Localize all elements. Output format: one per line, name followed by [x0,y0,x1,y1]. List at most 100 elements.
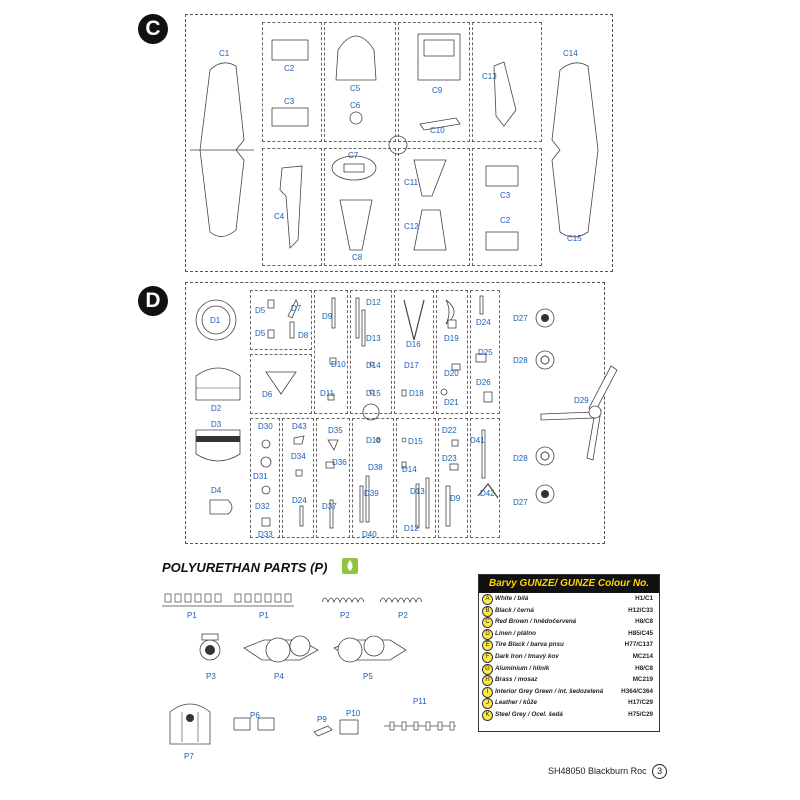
colour-name: Aluminium / hliník [495,664,550,672]
part-label: D28 [513,356,528,365]
colour-name: Tire Black / barva pnsu [495,641,564,649]
part-label: C14 [563,49,578,58]
sprue-d-cell [436,290,468,414]
colour-key: A [482,594,493,605]
part-label: D33 [258,530,273,539]
sprue-c-cell [398,22,470,142]
part-label: D29 [574,396,589,405]
part-label: D2 [211,404,222,413]
page-number: 3 [652,764,668,779]
part-label: C3 [284,97,295,106]
legend-title: Barvy GUNZE/ GUNZE Colour No. [479,575,659,593]
colour-name: Leather / kůže [495,699,537,707]
part-label: C2 [500,216,511,225]
sprue-d-cell [350,290,392,414]
part-label: P4 [274,672,284,681]
part-label: P7 [184,752,194,761]
part-label: D30 [258,422,273,431]
part-label: D13 [410,487,425,496]
part-label: D43 [292,422,307,431]
part-label: D14 [402,465,417,474]
sprue-d-cell [250,354,312,414]
part-label: P1 [259,611,269,620]
colour-name: Black / černá [495,606,534,614]
part-label: C4 [274,212,285,221]
part-label: C5 [350,84,361,93]
part-label: P2 [340,611,350,620]
colour-code: H75/C29 [628,710,653,718]
sprue-d-cell [470,418,500,538]
part-label: C7 [348,151,359,160]
colour-name: Interior Grey Green / int. šedozelená [495,687,604,695]
part-label: C2 [284,64,295,73]
colour-name: Brass / mosaz [495,676,538,684]
part-label: D37 [322,502,337,511]
part-label: D13 [366,334,381,343]
colour-name: Red Brown / hnědočervená [495,618,577,626]
part-label: D19 [444,334,459,343]
colour-code: H17/C29 [628,699,653,707]
resin-drop-icon [342,558,358,574]
part-label: D16 [406,340,421,349]
sprue-d-cell [314,290,348,414]
part-label: D9 [450,494,461,503]
part-label: D22 [442,426,457,435]
part-label: C8 [352,253,363,262]
part-label: D31 [253,472,268,481]
colour-code: H1/C1 [635,595,653,602]
part-label: D7 [291,304,302,313]
colour-name: Linen / plátno [495,629,536,637]
colour-name: Steel Grey / Ocel. šedá [495,710,563,718]
colour-code: H8/C8 [635,618,653,626]
colour-key: G [482,663,493,675]
colour-key: J [482,698,493,710]
part-label: D23 [442,454,457,463]
colour-key: H [482,675,493,687]
sprue-d-cell [438,418,468,538]
colour-key: F [482,651,493,663]
part-label: D17 [404,361,419,370]
sprue-c-badge: C [138,14,168,44]
polyurethane-title: POLYURETHAN PARTS (P) [162,560,328,575]
part-label: D5 [255,329,266,338]
part-label: C15 [567,234,582,243]
sprue-c-cell [262,148,322,266]
part-label: P6 [250,711,260,720]
part-label: D9 [322,312,333,321]
page-footer: SH48050 Blackburn Roc 3 [548,764,668,779]
part-label: D27 [513,314,528,323]
part-label: D20 [444,369,459,378]
colour-key: D [482,628,493,640]
part-label: D34 [291,452,306,461]
part-label: D32 [255,502,270,511]
part-label: D12 [366,298,381,307]
part-label: D28 [513,454,528,463]
part-label: D27 [513,498,528,507]
colour-code: H12/C33 [628,606,653,614]
part-label: P1 [187,611,197,620]
part-label: D4 [211,486,222,495]
part-label: D35 [328,426,343,435]
sprue-d-cell [282,418,314,538]
part-label: D18 [409,389,424,398]
part-label: D36 [332,458,347,467]
part-label: P10 [346,709,361,718]
part-label: D40 [362,530,377,539]
part-label: D6 [262,390,273,399]
part-label: C12 [404,222,419,231]
part-label: C11 [404,178,419,187]
colour-key: K [482,709,493,721]
sprue-d-cell [396,418,436,538]
part-label: D42 [480,489,495,498]
part-label: D8 [298,331,309,340]
part-label: D1 [210,316,221,325]
